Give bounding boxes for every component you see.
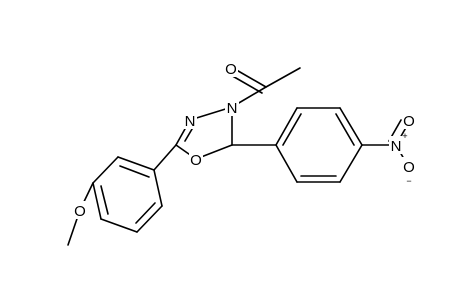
bond-ar2-2 bbox=[92, 156, 119, 184]
bond-ar2-3 bbox=[92, 182, 102, 220]
bond-ar1-1-inner bbox=[282, 113, 302, 146]
bond-ar1-3-inner bbox=[335, 113, 355, 146]
bond-ar2-3-inner bbox=[100, 185, 109, 215]
charge-plus: + bbox=[402, 131, 407, 141]
atom-n4: N bbox=[227, 100, 238, 117]
bond-ar1-1 bbox=[275, 107, 298, 146]
bond-ar2-5 bbox=[136, 205, 163, 233]
atom-n3: N bbox=[185, 113, 196, 130]
bond-ar2-4 bbox=[100, 218, 138, 233]
bond-ar1-6 bbox=[275, 144, 298, 183]
bond-ar2-1 bbox=[117, 156, 155, 171]
bond-ar1-4 bbox=[339, 144, 363, 183]
charge-minus: − bbox=[406, 176, 411, 186]
atom-labels: O N N O O N + O O − bbox=[73, 59, 416, 220]
atom-o-nitro-bottom: O bbox=[403, 159, 415, 176]
atom-n-nitro: N bbox=[391, 138, 402, 155]
bond-carbonyl-c-o-double bbox=[228, 73, 263, 94]
atom-o-ring: O bbox=[190, 152, 202, 169]
atom-o-nitro-top: O bbox=[403, 113, 415, 130]
bond-c5-aryl bbox=[153, 144, 177, 171]
bond-ar2-6 bbox=[153, 169, 163, 207]
atom-o-methoxy: O bbox=[74, 203, 86, 220]
atom-o-carbonyl: O bbox=[225, 61, 237, 78]
bond-ar1-3 bbox=[339, 107, 363, 146]
bond-carbonyl-c-o bbox=[232, 67, 267, 88]
bond-carbonyl-c-methyl bbox=[265, 67, 301, 88]
bonds bbox=[67, 67, 409, 246]
bond-ar2-1-inner bbox=[119, 165, 150, 178]
bond-ar2-5-inner bbox=[135, 202, 156, 224]
